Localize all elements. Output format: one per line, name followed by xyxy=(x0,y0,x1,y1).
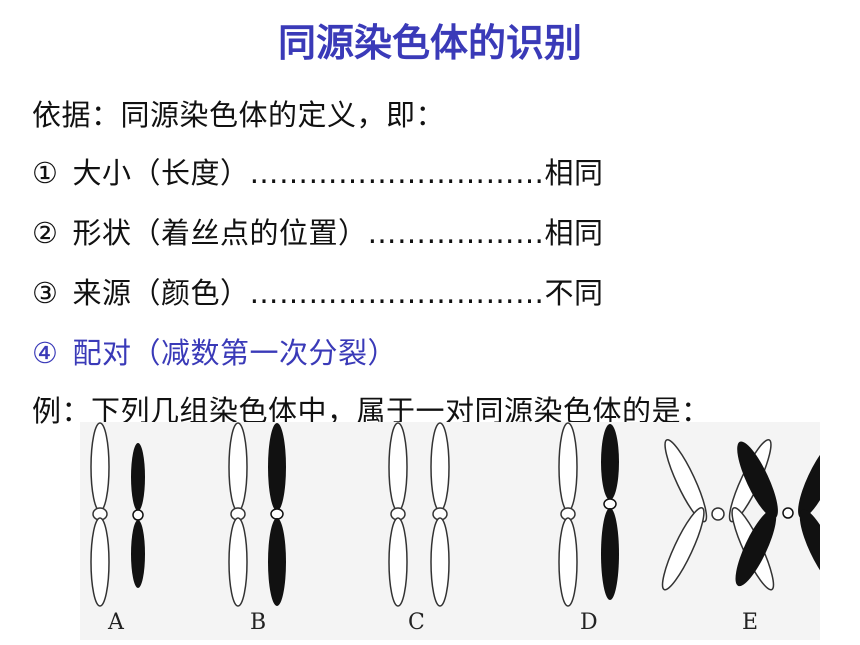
criterion-2-number: ② xyxy=(32,216,59,250)
criterion-1: ① 大小（长度）…………………………相同 xyxy=(32,150,604,192)
criterion-4-number: ④ xyxy=(32,336,59,370)
option-label-b: B xyxy=(250,610,267,635)
criterion-4-text: 配对（减数第一次分裂） xyxy=(72,336,398,370)
page-title: 同源染色体的识别 xyxy=(277,21,582,65)
chromosome-pair-d xyxy=(558,422,619,607)
criterion-2-text: 形状（着丝点的位置）………………相同 xyxy=(72,216,604,250)
criterion-4: ④ 配对（减数第一次分裂） xyxy=(32,330,397,372)
option-label-a: A xyxy=(108,610,124,635)
criterion-1-number: ① xyxy=(32,156,59,190)
chromosome-pair-b xyxy=(228,422,286,607)
criterion-3-number: ③ xyxy=(32,276,59,310)
option-label-d: D xyxy=(580,610,598,635)
basis-text: 依据：同源染色体的定义，即： xyxy=(32,98,446,132)
chromosome-figure: A B C D E xyxy=(80,422,820,640)
chromosome-pair-c xyxy=(388,422,450,607)
criterion-2: ② 形状（着丝点的位置）………………相同 xyxy=(32,210,604,252)
chromosome-diagram xyxy=(90,422,820,607)
option-label-e: E xyxy=(742,610,759,635)
chromosome-pair-e xyxy=(661,438,820,591)
criterion-3-text: 来源（颜色）…………………………不同 xyxy=(72,276,604,310)
criterion-3: ③ 来源（颜色）…………………………不同 xyxy=(32,270,604,312)
criterion-1-text: 大小（长度）…………………………相同 xyxy=(72,156,604,190)
chromosome-pair-a xyxy=(90,422,145,607)
option-label-c: C xyxy=(408,610,425,635)
